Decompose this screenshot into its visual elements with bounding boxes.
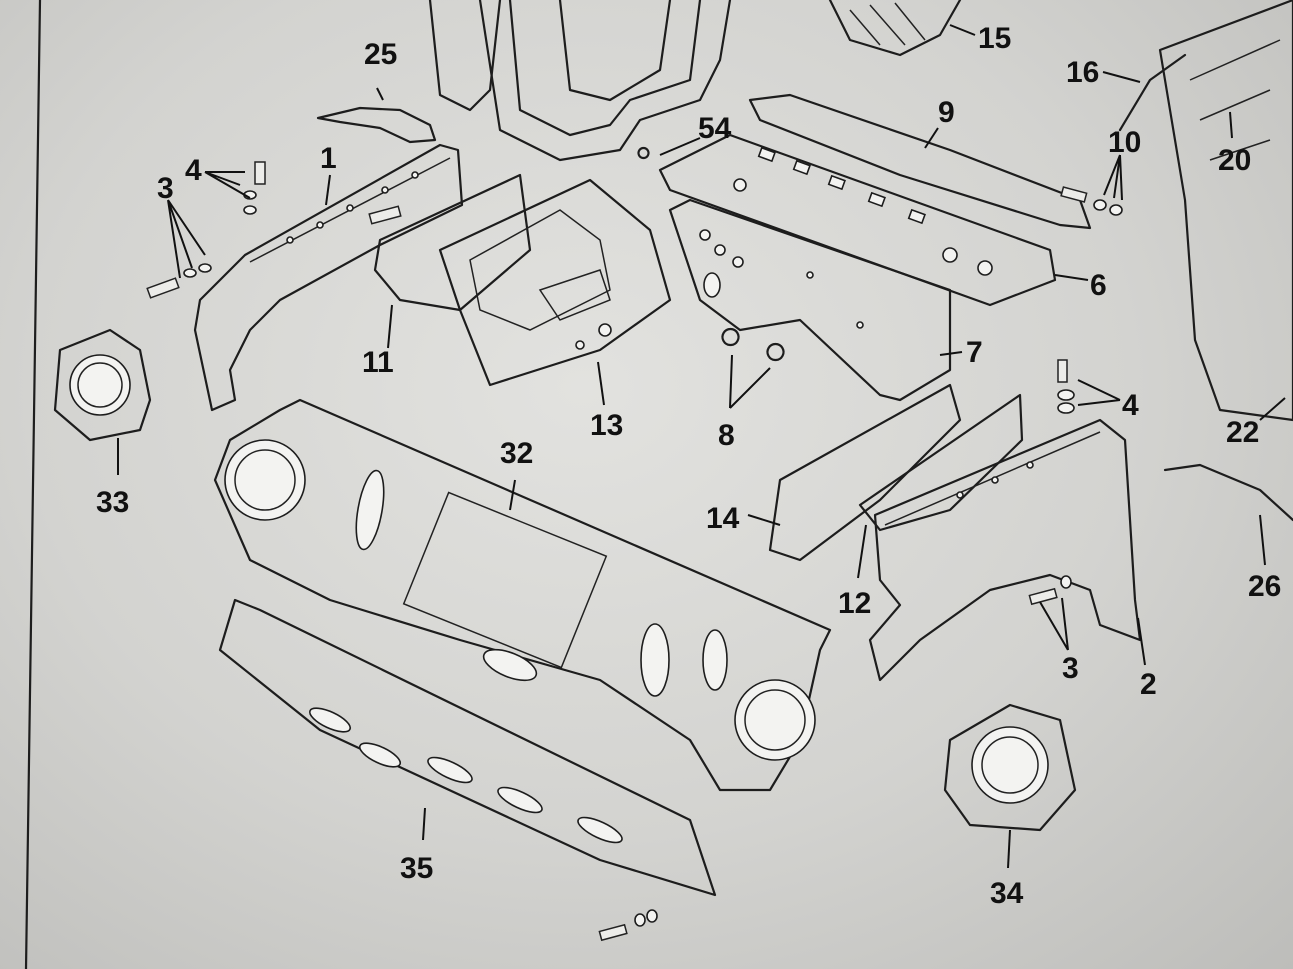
- part-32-radiator-support: [213, 398, 832, 792]
- callout-35: 35: [400, 852, 433, 885]
- callout-10: 10: [1108, 126, 1141, 159]
- part-6-cowl-panel: [658, 133, 1057, 307]
- callout-12: 12: [838, 587, 871, 620]
- callout-32: 32: [500, 437, 533, 470]
- callout-33: 33: [96, 486, 129, 519]
- callout-9: 9: [938, 96, 955, 129]
- right-door-frame: [1118, 0, 1293, 422]
- callout-54: 54: [698, 112, 732, 145]
- part-35-lower-valance: [218, 598, 717, 897]
- callout-labels: 25 15 16 10 20 1 4 3 54 9 6 7 4 22 11 13…: [96, 22, 1281, 910]
- fasteners: [146, 147, 1123, 942]
- callout-1: 1: [320, 142, 337, 175]
- callout-6: 6: [1090, 269, 1107, 302]
- callout-11: 11: [362, 346, 394, 379]
- callout-4-right: 4: [1122, 389, 1139, 422]
- callout-7: 7: [966, 336, 983, 369]
- leader-lines: [117, 24, 1286, 869]
- callout-13: 13: [590, 409, 623, 442]
- part-9-cowl-strip: [748, 93, 1092, 230]
- callout-14: 14: [706, 502, 740, 535]
- part-33-headlamp-bucket: [53, 328, 152, 442]
- callout-4-left: 4: [185, 154, 202, 187]
- callout-16: 16: [1066, 56, 1099, 89]
- callout-15: 15: [978, 22, 1011, 55]
- callout-20: 20: [1218, 144, 1251, 177]
- callout-26: 26: [1248, 570, 1281, 603]
- part-7-firewall: [668, 198, 952, 402]
- part-26-trim-strip: [1163, 463, 1293, 522]
- part-13-firewall-section: [438, 178, 672, 387]
- part-14-inner-piece: [768, 383, 962, 562]
- callout-22: 22: [1226, 416, 1259, 449]
- part-34-headlamp-bucket: [943, 703, 1077, 832]
- upper-body-frames: [428, 0, 962, 162]
- part-25-bracket: [316, 106, 437, 144]
- callout-3-right: 3: [1062, 652, 1079, 685]
- callout-2: 2: [1140, 668, 1157, 701]
- callout-25: 25: [364, 38, 397, 71]
- page-border: [24, 0, 42, 969]
- callout-34: 34: [990, 877, 1024, 910]
- part-2-right-fender: [868, 418, 1142, 682]
- callout-3-left: 3: [157, 172, 174, 205]
- part-1-fender-rail: [193, 143, 464, 412]
- callout-8: 8: [718, 419, 735, 452]
